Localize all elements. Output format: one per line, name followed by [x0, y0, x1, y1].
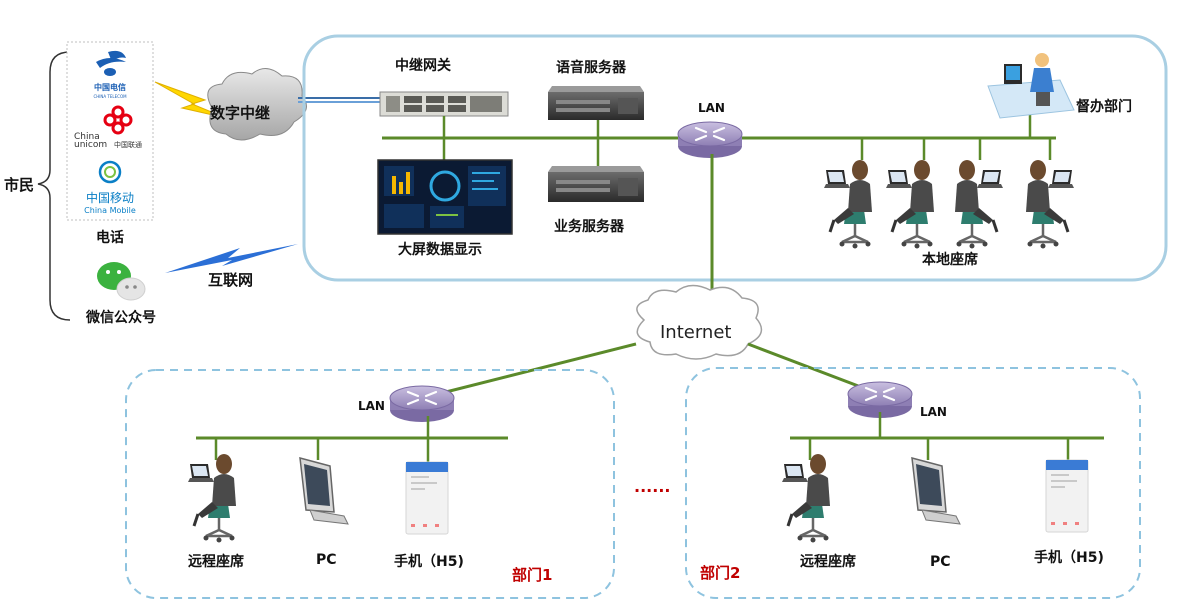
dept1-name-label: 部门1 [512, 566, 552, 584]
unicom-en-a-text: China [74, 132, 100, 142]
china-mobile-logo: 中国移动 China Mobile [84, 160, 136, 215]
digital-trunk-label: 数字中继 [210, 104, 270, 122]
local-seat-operator-icon [1024, 158, 1076, 250]
dept2-mobile-icon [1045, 459, 1089, 533]
trunk-gateway-label: 中继网关 [395, 57, 451, 74]
wechat-label: 微信公众号 [85, 309, 156, 326]
internet-link-label: 互联网 [208, 271, 253, 289]
dept1-frame [125, 369, 615, 599]
telecom-cn-text: 中国电信 [94, 82, 126, 92]
dept2-name-label: 部门2 [700, 564, 740, 582]
main-lan-router-icon [676, 120, 744, 160]
internet-lightning-icon [165, 244, 298, 273]
internet-to-dept2-link [747, 342, 875, 394]
local-seat-operator-icon [822, 158, 874, 250]
big-screen-display-icon [377, 159, 513, 235]
dept1-pc-icon [299, 457, 349, 525]
telecom-en-text: CHINA TELECOM [93, 94, 127, 99]
citizen-brace [37, 51, 71, 321]
dept2-pc-label: PC [930, 554, 951, 570]
voice-server-icon [548, 86, 644, 120]
wechat-icon [97, 262, 146, 301]
carrier-logos-panel: 中国电信 CHINA TELECOM China unicom 中国联通 中国移… [66, 41, 154, 221]
supervise-dept-label: 督办部门 [1076, 98, 1132, 115]
supervise-dept-workstation-icon [987, 53, 1075, 119]
business-server-icon [548, 166, 644, 202]
local-seats-label: 本地座席 [922, 251, 978, 268]
china-telecom-logo: 中国电信 CHINA TELECOM [93, 50, 127, 99]
dept2-frame [685, 367, 1141, 599]
dept1-mobile-label: 手机（H5) [394, 553, 464, 570]
dept1-pc-label: PC [316, 552, 337, 568]
mobile-cn-text: 中国移动 [86, 190, 134, 205]
unicom-en-b-text: unicom [74, 140, 107, 150]
china-unicom-logo: China unicom 中国联通 [74, 105, 142, 150]
voice-server-label: 语音服务器 [556, 59, 627, 76]
phone-label: 电话 [96, 229, 124, 246]
lan-main-label: LAN [698, 101, 725, 115]
dept2-remote-seat-icon [780, 452, 832, 544]
internet-cloud-icon [636, 284, 763, 360]
dept1-remote-seat-label: 远程座席 [188, 553, 244, 570]
unicom-cn-text: 中国联通 [114, 140, 142, 149]
citizen-label: 市民 [4, 176, 34, 194]
dept2-lan-label: LAN [920, 405, 947, 419]
dept1-mobile-icon [405, 461, 449, 535]
trunk-cable [298, 97, 382, 103]
local-seats-group [822, 138, 1076, 250]
call-center-frame [302, 34, 1168, 282]
internet-cloud-label: Internet [660, 322, 731, 343]
big-screen-label: 大屏数据显示 [398, 241, 482, 258]
dept1-router-icon [388, 384, 456, 424]
digital-trunk-cloud-icon [207, 68, 307, 141]
business-server-label: 业务服务器 [554, 218, 625, 235]
local-seat-operator-icon [884, 158, 936, 250]
dept2-remote-seat-label: 远程座席 [800, 553, 856, 570]
dept2-mobile-label: 手机（H5) [1034, 549, 1104, 566]
internet-to-dept1-link [429, 342, 637, 398]
more-departments-ellipsis: ...... [634, 477, 670, 496]
dept1-lan-label: LAN [358, 399, 385, 413]
dept1-remote-seat-icon [186, 452, 238, 544]
local-seat-operator-icon [953, 158, 1005, 250]
trunk-gateway-device-icon [379, 91, 509, 117]
mobile-en-text: China Mobile [84, 206, 136, 215]
dept2-pc-icon [911, 457, 961, 525]
